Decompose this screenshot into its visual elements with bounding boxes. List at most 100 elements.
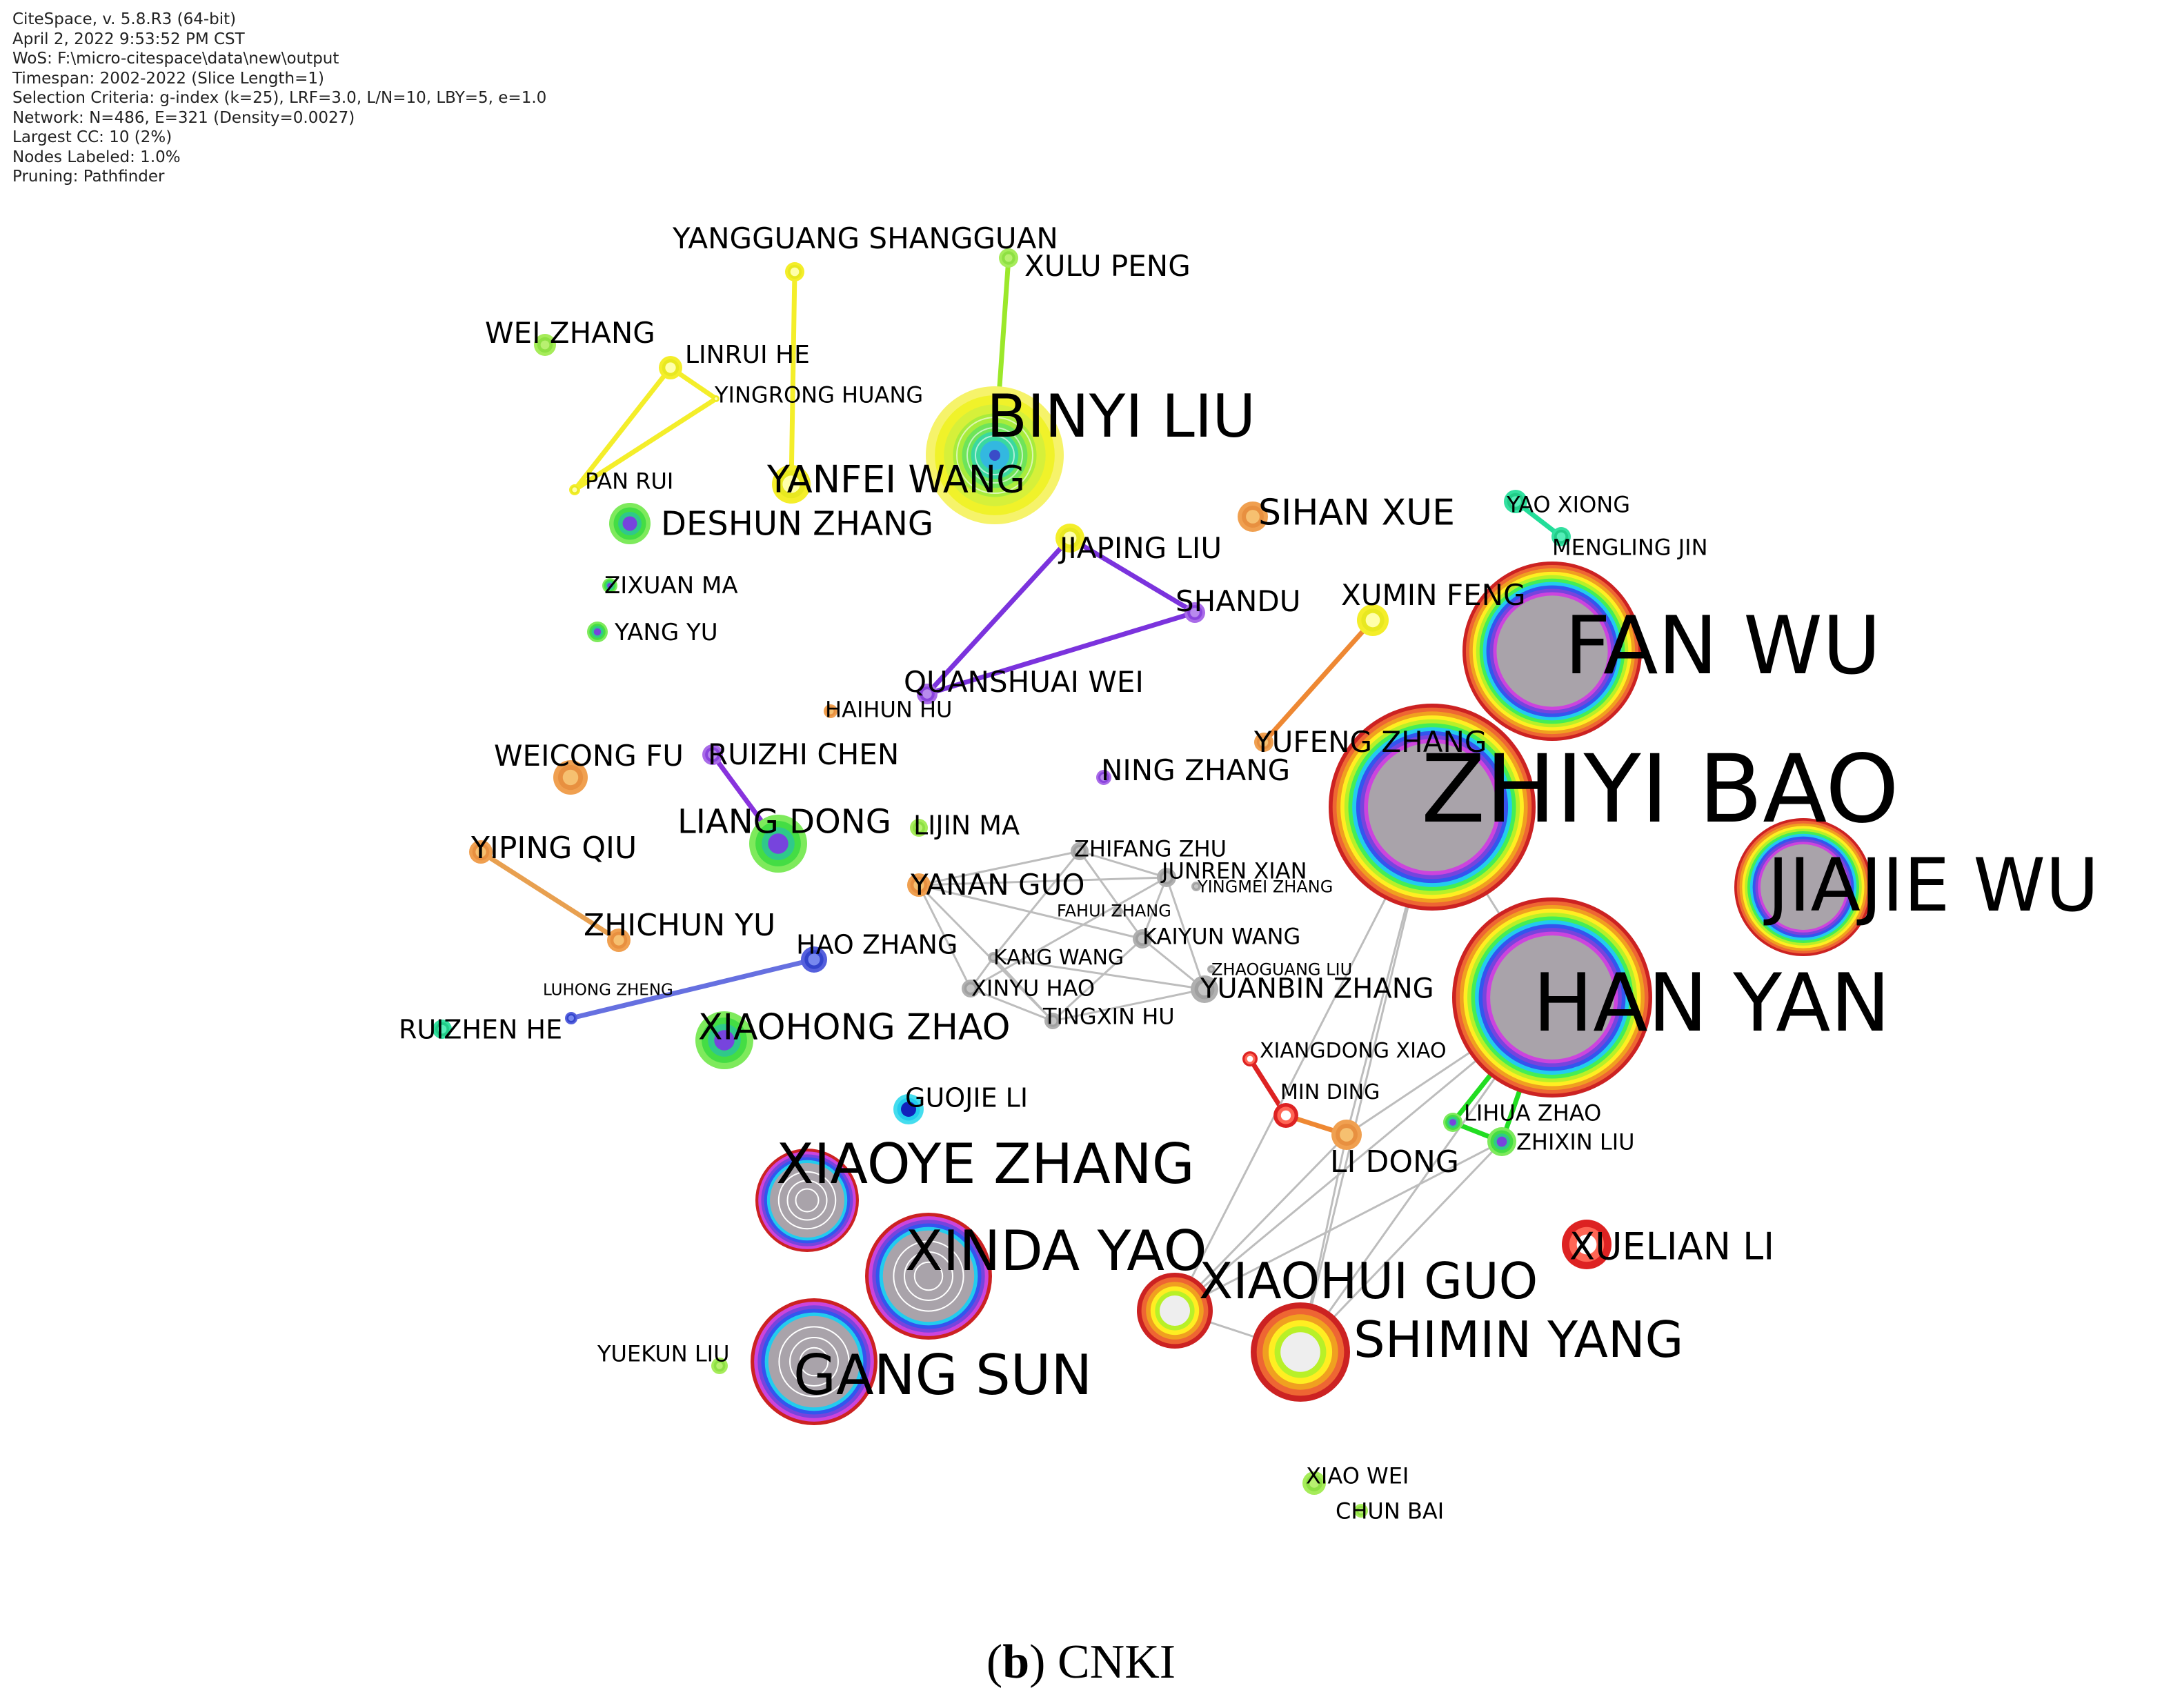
- author-label: XIAOYE ZHANG: [776, 1132, 1195, 1196]
- author-label: MENGLING JIN: [1552, 535, 1708, 561]
- caption-open: (: [986, 1636, 1003, 1689]
- coauthor-edge: [1141, 876, 1168, 940]
- node-core: [913, 880, 924, 891]
- author-label: GANG SUN: [793, 1343, 1092, 1407]
- metadata-line: Pruning: Pathfinder: [12, 168, 165, 186]
- author-node-ruizhen-he: [433, 1020, 452, 1039]
- author-node-guojie-li: [893, 1094, 924, 1124]
- coauthor-edge: [1051, 988, 1206, 1022]
- author-label: YINGRONG HUANG: [714, 382, 923, 408]
- node-core: [1280, 1332, 1320, 1372]
- coauthor-edge: [918, 850, 1081, 886]
- author-node-yingrong-huang: [713, 395, 720, 402]
- node-inner-ring: [893, 1240, 964, 1312]
- author-label: LIHUA ZHAO: [1464, 1100, 1601, 1126]
- node-core: [915, 824, 923, 832]
- author-label: XULU PENG: [1024, 249, 1191, 283]
- author-label: XIAO WEI: [1306, 1463, 1409, 1489]
- author-node-haihun-hu: [824, 704, 837, 718]
- author-label: LIJIN MA: [913, 811, 1020, 841]
- node-inner-ring: [795, 1188, 820, 1213]
- node-core: [782, 475, 800, 493]
- node-core: [790, 267, 800, 277]
- author-node-xiaohong-zhao: [695, 1011, 753, 1069]
- coauthor-edge: [918, 876, 1168, 886]
- node-core: [1576, 1234, 1597, 1255]
- node-inner-ring: [966, 427, 1023, 484]
- node-core: [1496, 1136, 1507, 1147]
- author-node-ning-zhang: [1096, 770, 1111, 785]
- coauthor-edge: [992, 956, 1054, 1022]
- author-label: ZIXUAN MA: [604, 572, 738, 599]
- node-core: [768, 833, 789, 854]
- author-label: JUNREN XIAN: [1160, 858, 1307, 884]
- author-node-yangguang: [785, 262, 804, 281]
- author-node-yiping-qiu: [469, 840, 493, 864]
- author-node-xumin-feng: [1357, 604, 1389, 636]
- author-label: QUANSHUAI WEI: [904, 665, 1144, 699]
- author-node-wei-zhang: [534, 334, 556, 356]
- coauthor-edge: [1078, 850, 1168, 879]
- node-layer: [433, 248, 1872, 1518]
- node-core: [1075, 847, 1084, 855]
- metadata-line: Largest CC: 10 (2%): [12, 128, 172, 146]
- author-node-xiao-wei: [1302, 1471, 1326, 1495]
- author-label: HAN YAN: [1533, 957, 1890, 1050]
- citespace-metadata: CiteSpace, v. 5.8.R3 (64-bit)April 2, 20…: [12, 10, 546, 187]
- author-node-zhichun-yu: [607, 929, 631, 952]
- author-node-jiajie-wu: [1734, 818, 1872, 956]
- node-core: [922, 689, 932, 699]
- figure-caption: (b) CNKI: [0, 1635, 2162, 1690]
- author-label: YANG YU: [614, 619, 718, 646]
- node-core: [770, 1163, 844, 1238]
- node-core: [1510, 496, 1521, 507]
- author-node-kang-wang: [988, 952, 999, 963]
- author-node-pan-rui: [569, 484, 580, 495]
- author-node-weicong-fu: [553, 760, 588, 795]
- node-core: [989, 450, 1000, 461]
- author-label: ZHIXIN LIU: [1516, 1129, 1635, 1155]
- node-core: [1138, 934, 1147, 944]
- author-node-hao-zhang: [801, 946, 827, 973]
- author-label: ZHAOGUANG LIU: [1211, 960, 1352, 980]
- node-core: [665, 362, 676, 373]
- author-node-lijin-ma: [910, 819, 928, 837]
- coauthor-edge: [789, 269, 797, 487]
- author-label: TINGXIN HU: [1042, 1004, 1175, 1030]
- author-label: JIAJIE WU: [1763, 843, 2099, 928]
- node-core: [1490, 935, 1614, 1060]
- author-node-deshun-zhang: [609, 503, 651, 544]
- author-label: YANFEI WANG: [766, 457, 1025, 501]
- node-core: [1449, 1119, 1456, 1126]
- node-core: [437, 1024, 447, 1034]
- coauthor-edge: [1261, 617, 1376, 745]
- node-core: [1556, 532, 1566, 542]
- coauthor-edge: [1051, 937, 1144, 1022]
- node-core: [966, 984, 975, 993]
- node-inner-ring: [956, 417, 1033, 494]
- coauthor-edge: [969, 987, 1054, 1022]
- metadata-line: Timespan: 2002-2022 (Slice Length=1): [12, 69, 324, 88]
- author-node-sihan-xue: [1238, 502, 1268, 532]
- metadata-line: CiteSpace, v. 5.8.R3 (64-bit): [12, 10, 237, 28]
- node-core: [714, 397, 718, 401]
- node-core: [827, 708, 834, 715]
- author-label: MIN DING: [1280, 1080, 1380, 1104]
- author-label: KAIYUN WANG: [1142, 924, 1300, 950]
- author-label: RUIZHEN HE: [399, 1015, 562, 1045]
- author-label: HAIHUN HU: [825, 697, 952, 723]
- author-label: HAO ZHANG: [796, 930, 958, 960]
- author-node-zhixin-liu: [1487, 1127, 1516, 1156]
- author-node-liang-dong: [749, 815, 807, 873]
- coauthor-edge: [1165, 876, 1206, 991]
- author-label: FAHUI ZHANG: [1057, 902, 1171, 921]
- node-core: [714, 1030, 735, 1051]
- author-node-xiangdong-xiao: [1242, 1051, 1258, 1066]
- author-label: YUFENG ZHANG: [1253, 725, 1487, 759]
- node-core: [1100, 774, 1107, 781]
- author-node-jiaping-liu: [1055, 524, 1084, 553]
- author-label: KANG WANG: [993, 946, 1124, 970]
- author-node-quanshuai-wei: [917, 684, 938, 704]
